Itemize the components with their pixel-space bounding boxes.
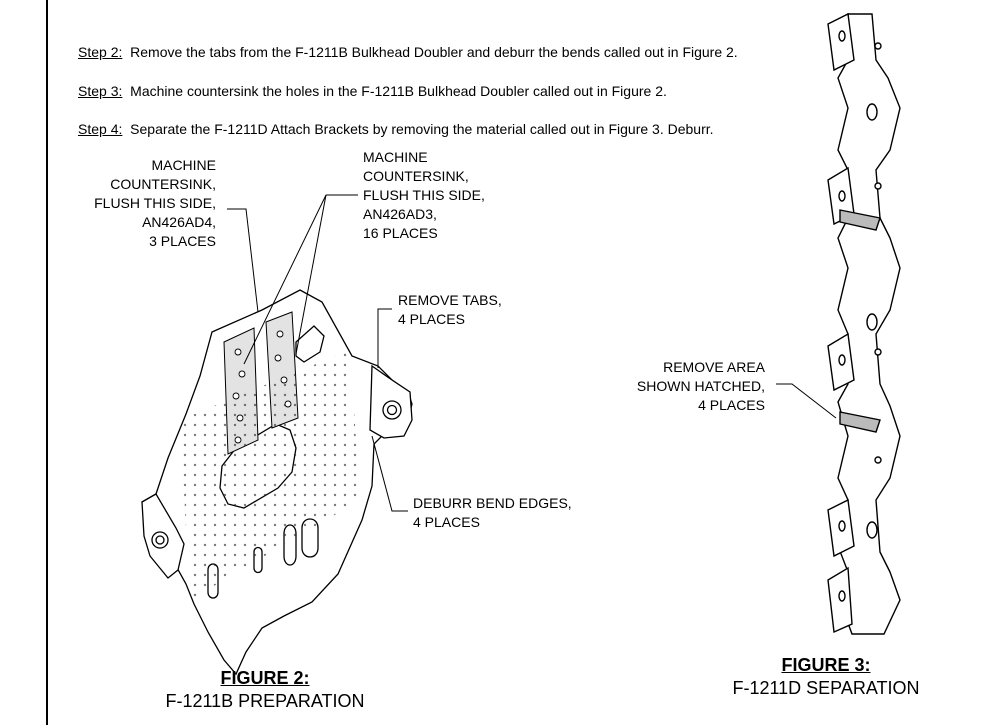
- callout-ad4-line-1: MACHINE: [151, 157, 216, 173]
- step-2-text: Remove the tabs from the F-1211B Bulkhea…: [130, 44, 738, 60]
- callout-ad3-line-2: COUNTERSINK,: [363, 168, 469, 184]
- callout-deburr: DEBURR BEND EDGES, 4 PLACES: [413, 494, 572, 532]
- step-3: Step 3: Machine countersink the holes in…: [78, 83, 667, 99]
- callout-ad4-line-3: FLUSH THIS SIDE,: [94, 195, 216, 211]
- step-3-text: Machine countersink the holes in the F-1…: [130, 83, 667, 99]
- page-left-border: [46, 0, 48, 725]
- callout-ad3-line-5: 16 PLACES: [363, 225, 438, 241]
- callout-countersink-ad3: MACHINE COUNTERSINK, FLUSH THIS SIDE, AN…: [363, 148, 485, 243]
- figure-3-subtitle: F-1211D SEPARATION: [732, 678, 920, 698]
- step-4-text: Separate the F-1211D Attach Brackets by …: [130, 121, 714, 137]
- step-4-label: Step 4:: [78, 121, 123, 137]
- bulkhead-doubler-drawing: [141, 289, 413, 676]
- step-4: Step 4: Separate the F-1211D Attach Brac…: [78, 121, 714, 137]
- figure-3-leader: [776, 383, 837, 419]
- callout-ad4-line-4: AN426AD4,: [142, 214, 216, 230]
- callout-countersink-ad4: MACHINE COUNTERSINK, FLUSH THIS SIDE, AN…: [70, 156, 216, 251]
- callout-ad3-line-1: MACHINE: [363, 149, 428, 165]
- callout-remove-tabs-line-2: 4 PLACES: [398, 311, 465, 327]
- callout-ad3-line-4: AN426AD3,: [363, 206, 437, 222]
- callout-remove-area-line-2: SHOWN HATCHED,: [636, 378, 765, 394]
- callout-remove-tabs-line-1: REMOVE TABS,: [398, 292, 502, 308]
- callout-remove-area-line-3: 4 PLACES: [698, 397, 765, 413]
- step-2-label: Step 2:: [78, 44, 123, 60]
- step-2: Step 2: Remove the tabs from the F-1211B…: [78, 44, 738, 60]
- figure-2-leaders: [227, 194, 408, 512]
- callout-remove-area-line-1: REMOVE AREA: [663, 359, 765, 375]
- callout-deburr-line-1: DEBURR BEND EDGES,: [413, 495, 572, 511]
- callout-ad4-line-2: COUNTERSINK,: [110, 176, 216, 192]
- callout-ad3-line-3: FLUSH THIS SIDE,: [363, 187, 485, 203]
- figure-2-subtitle: F-1211B PREPARATION: [165, 691, 365, 711]
- callout-ad4-line-5: 3 PLACES: [149, 233, 216, 249]
- figure-2-title: FIGURE 2:: [220, 668, 310, 688]
- step-3-label: Step 3:: [78, 83, 123, 99]
- callout-remove-tabs: REMOVE TABS, 4 PLACES: [398, 291, 502, 329]
- figure-3-title: FIGURE 3:: [781, 655, 871, 675]
- callout-deburr-line-2: 4 PLACES: [413, 514, 480, 530]
- attach-bracket-strip-drawing: [827, 12, 901, 635]
- callout-remove-area: REMOVE AREA SHOWN HATCHED, 4 PLACES: [600, 358, 765, 415]
